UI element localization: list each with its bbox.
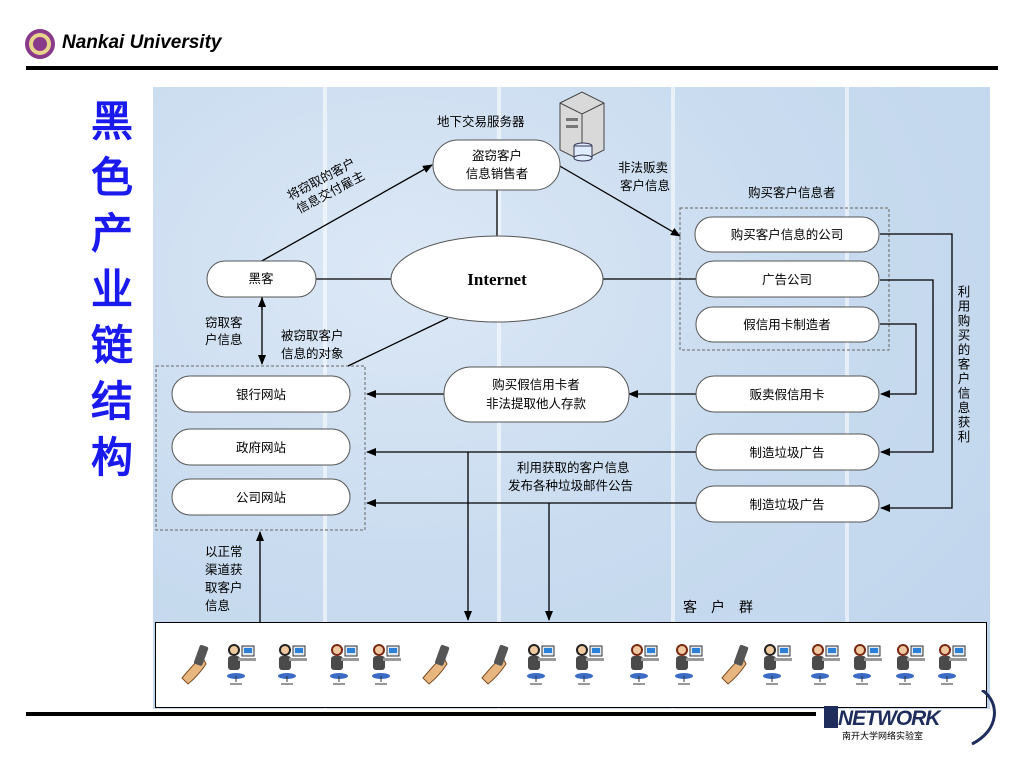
- hacker-to-seller-arrow: [259, 164, 433, 263]
- bottom-rule: [26, 712, 816, 716]
- computer-user-icon: [853, 644, 882, 685]
- university-name: Nankai University: [62, 32, 222, 53]
- target-label-line: 信息的对象: [281, 346, 344, 361]
- sell-fake-card-text: 贩卖假信用卡: [749, 387, 824, 402]
- computer-user-icon: [763, 644, 792, 685]
- ad-bracket: [880, 279, 934, 456]
- computer-user-icon: [938, 644, 967, 685]
- spam-ad-text: 制造垃圾广告: [749, 497, 824, 512]
- mobile-phone-icon: [481, 644, 509, 685]
- victim-sites-box: [155, 365, 366, 531]
- normal-label-line: 取客户: [205, 580, 243, 595]
- card-maker-node: [695, 306, 880, 343]
- sell-label-line: 客户信息: [620, 178, 670, 193]
- computer-user-icon: [575, 644, 604, 685]
- computer-user-icon: [278, 644, 307, 685]
- buyer-company-node: [694, 216, 880, 253]
- sell-fake-card-node: [695, 375, 880, 413]
- seller-text: 盗窃客户: [472, 148, 522, 163]
- mobile-phone-icon: [721, 644, 749, 685]
- spam-ad-node: [695, 485, 880, 523]
- customers-label: 客 户 群: [683, 599, 753, 616]
- title-char: 构: [90, 433, 133, 482]
- internet-text: Internet: [467, 270, 527, 289]
- profit-bracket: [880, 233, 953, 512]
- gov-site-text: 政府网站: [236, 440, 286, 455]
- seller-text: 信息销售者: [466, 166, 529, 181]
- normal-label-line: 以正常: [205, 544, 243, 559]
- spam-label-line: 发布各种垃圾邮件公告: [508, 478, 633, 493]
- computer-user-icon: [227, 644, 256, 685]
- vertical-title: 黑 色 产 业 链 结 构: [82, 94, 142, 486]
- internet-node: [390, 235, 604, 323]
- computer-user-icon: [630, 644, 659, 685]
- company-site-node: [171, 478, 351, 516]
- mobile-phone-icon: [181, 644, 209, 685]
- title-char: 链: [90, 321, 133, 370]
- ad-company-node: [695, 260, 880, 298]
- card-bracket: [880, 323, 917, 398]
- title-char: 业: [90, 265, 133, 314]
- top-rule: [26, 66, 998, 70]
- server-label: 地下交易服务器: [437, 114, 525, 129]
- company-site-text: 公司网站: [236, 490, 286, 505]
- title-char: 产: [90, 209, 133, 258]
- hacker-node: [206, 260, 317, 298]
- customer-strip: [155, 622, 987, 708]
- computer-user-icon: [527, 644, 556, 685]
- fake-card-buyer-text: 非法提取他人存款: [486, 396, 587, 411]
- internet-victims-link: [347, 317, 449, 367]
- card-maker-text: 假信用卡制造者: [743, 317, 831, 332]
- header: Nankai University: [0, 0, 1024, 72]
- network-logo-text: NETWORK: [838, 707, 940, 730]
- title-char: 结: [90, 377, 133, 426]
- computer-user-icon: [330, 644, 359, 685]
- computer-user-icon: [896, 644, 925, 685]
- bank-site-text: 银行网站: [236, 387, 286, 402]
- title-char: 色: [90, 153, 133, 202]
- mobile-phone-icon: [422, 644, 450, 685]
- fake-card-buyer-node: [443, 366, 630, 423]
- computer-user-icon: [372, 644, 401, 685]
- steal-label-line: 户信息: [205, 332, 243, 347]
- spam-ad-node: [695, 433, 880, 471]
- customer-icons: [181, 644, 967, 685]
- sell-label-line: 非法贩卖: [618, 160, 668, 175]
- ad-company-text: 广告公司: [762, 272, 812, 287]
- buyer-company-text: 购买客户信息的公司: [731, 227, 844, 242]
- computer-user-icon: [811, 644, 840, 685]
- seller-node: [432, 139, 561, 191]
- bank-site-node: [171, 375, 351, 413]
- deliver-label: 将窃取的客户 信息交付雇主: [284, 155, 367, 217]
- seller-to-buyers-arrow: [557, 164, 681, 237]
- spam-label-line: 利用获取的客户信息: [517, 460, 630, 475]
- network-logo-subtitle: 南开大学网络实验室: [842, 732, 924, 742]
- university-seal-icon: [25, 29, 55, 59]
- gov-site-node: [171, 428, 351, 466]
- hacker-text: 黑客: [248, 271, 274, 286]
- target-label-line: 被窃取客户: [281, 328, 344, 343]
- profit-vertical-label: 利用购买的客户信息获利: [956, 285, 971, 445]
- normal-label-line: 信息: [205, 598, 230, 613]
- title-char: 黑: [90, 97, 133, 146]
- buyer-group-label: 购买客户信息者: [748, 185, 836, 200]
- network-lab-logo-icon: [824, 690, 996, 746]
- steal-label-line: 窃取客: [205, 315, 243, 330]
- spam-ad-text: 制造垃圾广告: [749, 445, 824, 460]
- server-icon: [559, 91, 605, 162]
- normal-label-line: 渠道获: [205, 562, 243, 577]
- fake-card-buyer-text: 购买假信用卡者: [492, 377, 580, 392]
- computer-user-icon: [675, 644, 704, 685]
